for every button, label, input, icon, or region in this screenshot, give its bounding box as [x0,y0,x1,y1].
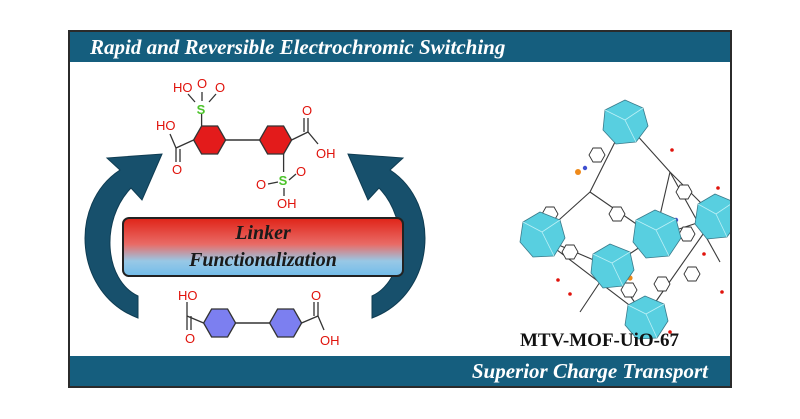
top-sulfo-upper-hydroxyl: HO [173,80,193,95]
top-sulfur-lower: S [279,173,288,188]
left-curved-arrow [84,153,163,319]
header-banner: Rapid and Reversible Electrochromic Swit… [70,32,730,62]
footer-banner: Superior Charge Transport [70,356,730,386]
top-sulfo-lower-oxo-b: O [296,164,306,179]
bottom-carboxyl-right-oxo: O [311,288,321,303]
zr-cluster-bottom [624,295,669,340]
top-ring-right [258,125,293,155]
zr-cluster-left [519,211,566,258]
graphic-frame: Rapid and Reversible Electrochromic Swit… [68,30,732,388]
top-sulfur-upper: S [197,102,206,117]
zr-cluster-top [602,99,649,145]
bottom-carboxyl-left-oxo: O [185,331,195,346]
bottom-carboxyl-left-hydroxyl: HO [178,288,198,303]
top-sulfo-upper-oxo-a: O [197,76,207,91]
top-carboxyl-right-oxo: O [302,103,312,118]
bottom-carboxyl-right-hydroxyl: OH [320,333,340,348]
bottom-molecule: HO O O OH [178,288,340,348]
zr-cluster-right [694,193,730,240]
bottom-ring-right [268,308,303,338]
zr-cluster-center [632,209,682,259]
top-carboxyl-left-oxo: O [172,162,182,177]
top-molecule: S HO O O HO O O OH S [156,76,336,211]
mof-structure [519,99,730,340]
linker-box-line2: Functionalization [189,249,337,271]
top-ring-left [192,125,227,155]
linker-box-line1: Linker [235,222,291,244]
top-carboxyl-right-hydroxyl: OH [316,146,336,161]
zr-cluster-mid [590,243,635,289]
top-carboxyl-left-hydroxyl: HO [156,118,176,133]
scene-svg: S HO O O HO O O OH S [84,76,730,348]
top-sulfo-lower-hydroxyl: OH [277,196,297,211]
top-sulfo-lower-oxo-a: O [256,177,266,192]
mof-name-label: MTV-MOF-UiO-67 [520,330,679,351]
top-sulfo-upper-oxo-b: O [215,80,225,95]
bottom-ring-left [202,308,237,338]
linker-functionalization-box: Linker Functionalization [122,217,404,277]
